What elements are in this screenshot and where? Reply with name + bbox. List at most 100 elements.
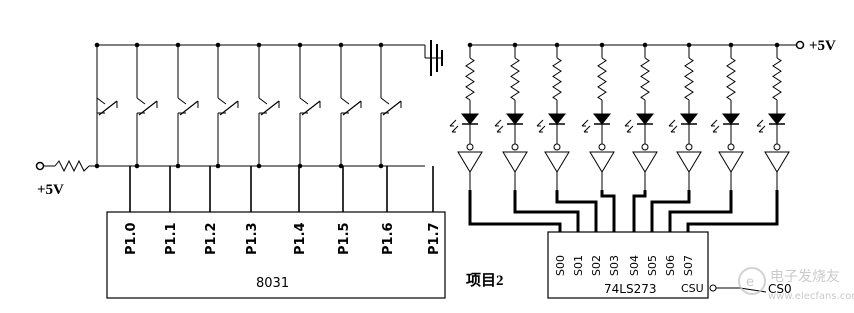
led-light-ray <box>626 125 634 133</box>
latch-output-labels: S00 S01 S02 S03 S04 S05 S06 S07 <box>554 255 695 276</box>
switch-top-contact <box>217 97 227 105</box>
left-supply-terminal <box>35 161 45 171</box>
bus-junction-dot <box>134 163 140 169</box>
buffer-bubble <box>553 143 561 151</box>
switch-top-contact <box>258 97 268 105</box>
switch-top-contact <box>177 97 187 105</box>
chip-select-pin-label: CSU <box>681 282 704 295</box>
latch-output-label: S01 <box>572 255 585 276</box>
svg-text:e: e <box>746 275 754 290</box>
buffer-gate <box>544 151 570 173</box>
led-diode <box>547 113 567 125</box>
latch-chip-body <box>547 231 709 299</box>
cpu-chip-body <box>106 211 446 299</box>
led-resistor <box>726 57 736 101</box>
buffer-bubble <box>598 143 606 151</box>
led-light-ray <box>581 119 589 127</box>
led-resistor <box>465 57 475 101</box>
cpu-pin-label: P1.5 <box>337 222 352 255</box>
right-supply-terminal <box>795 40 805 50</box>
bus-junction-dot <box>378 163 384 169</box>
led-diode <box>767 113 787 125</box>
latch-route-wire <box>468 190 562 232</box>
project-label: 项目2 <box>466 272 504 289</box>
led-diode <box>505 113 525 125</box>
cpu-chip-label: 8031 <box>256 276 289 291</box>
led-light-ray <box>668 119 676 127</box>
led-light-ray <box>670 125 678 133</box>
led-resistor <box>552 57 562 101</box>
led-diode <box>679 113 699 125</box>
buffer-gate <box>502 151 528 173</box>
cpu-pin-label: P1.1 <box>164 222 179 255</box>
switch-top-contact <box>340 97 350 105</box>
buffer-gate <box>764 151 790 173</box>
led-light-ray <box>538 125 546 133</box>
buffer-gate <box>718 151 744 173</box>
switch-top-contact <box>299 97 309 105</box>
watermark-url: www.elecfans.com <box>768 291 854 302</box>
latch-route-wire <box>650 190 691 232</box>
led-light-ray <box>758 125 766 133</box>
latch-route-wire <box>632 190 647 232</box>
bus-junction-dot <box>175 163 181 169</box>
watermark-name: 电子发烧友 <box>770 269 840 285</box>
latch-output-label: S02 <box>590 255 603 276</box>
chip-select-wire <box>739 287 767 293</box>
pullup-resistor <box>54 159 90 173</box>
led-light-ray <box>451 125 459 133</box>
right-supply-label: +5V <box>809 38 836 54</box>
buffer-gate <box>457 151 483 173</box>
bus-junction-dot <box>256 163 262 169</box>
buffer-gate <box>632 151 658 173</box>
cpu-pin-label: P1.7 <box>427 222 442 255</box>
led-light-ray <box>494 119 502 127</box>
led-light-ray <box>536 119 544 127</box>
latch-output-label: S06 <box>664 255 677 276</box>
latch-output-label: S03 <box>608 255 621 276</box>
buffer-bubble <box>773 143 781 151</box>
switch-top-contact <box>136 97 146 105</box>
led-light-ray <box>710 119 718 127</box>
led-resistor <box>510 57 520 101</box>
latch-route-wire <box>600 190 616 232</box>
led-light-ray <box>496 125 504 133</box>
bus-junction-dot <box>94 163 100 169</box>
buffer-bubble <box>641 143 649 151</box>
latch-output-label: S04 <box>628 255 641 276</box>
bus-junction-dot <box>215 163 221 169</box>
led-output-circuit <box>449 40 805 299</box>
buffer-bubble <box>466 143 474 151</box>
chip-select-signal-label: CS0 <box>768 282 792 296</box>
chip-select-bubble <box>709 284 717 292</box>
buffer-gate <box>589 151 615 173</box>
led-resistor <box>597 57 607 101</box>
left-supply-label: +5V <box>37 182 64 198</box>
switch-input-circuit <box>35 40 446 299</box>
buffer-bubble <box>685 143 693 151</box>
cpu-pin-label: P1.0 <box>124 222 139 255</box>
switch-top-contact <box>380 97 390 105</box>
latch-route-wire <box>555 190 598 232</box>
bus-junction-dot <box>338 163 344 169</box>
led-resistor <box>772 57 782 101</box>
led-resistor <box>684 57 694 101</box>
latch-output-label: S07 <box>682 255 695 276</box>
latch-route-wire <box>668 190 733 232</box>
led-light-ray <box>449 119 457 127</box>
led-resistor <box>640 57 650 101</box>
latch-output-label: S00 <box>554 255 567 276</box>
cpu-pin-label: P1.3 <box>245 222 260 255</box>
cpu-pin-label: P1.6 <box>381 222 396 255</box>
led-diode <box>635 113 655 125</box>
switch-top-contact <box>96 97 106 105</box>
led-light-ray <box>756 119 764 127</box>
led-light-ray <box>583 125 591 133</box>
led-diode <box>592 113 612 125</box>
cpu-pin-label: P1.4 <box>293 222 308 255</box>
latch-output-label: S05 <box>646 255 659 276</box>
buffer-gate <box>676 151 702 173</box>
latch-chip-label: 74LS273 <box>604 282 656 296</box>
